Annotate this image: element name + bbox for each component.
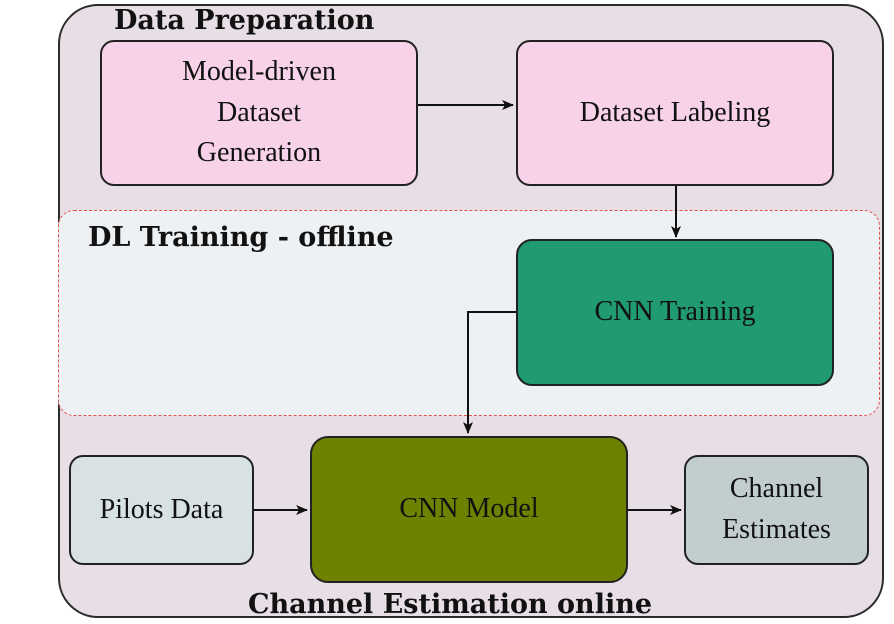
box-line: Dataset — [217, 96, 301, 128]
dl-training-title: DL Training - offline — [88, 222, 394, 253]
cnn-model-box: CNN Model — [310, 436, 628, 583]
channel-estimates-box: Channel Estimates — [684, 455, 869, 565]
cnn-training-box: CNN Training — [516, 239, 834, 386]
data-preparation-title: Data Preparation — [114, 5, 375, 36]
pilots-data-box: Pilots Data — [69, 455, 254, 565]
channel-estimation-title: Channel Estimation online — [248, 589, 653, 620]
arrow-training-to-model — [463, 311, 516, 434]
box-line: Estimates — [722, 514, 831, 545]
dataset-labeling-box: Dataset Labeling — [516, 40, 834, 186]
box-label: Pilots Data — [99, 493, 224, 525]
box-label: CNN Model — [399, 493, 539, 525]
box-line: Channel — [729, 473, 824, 505]
box-label: CNN Training — [594, 296, 756, 328]
box-line: Model-driven — [182, 56, 336, 88]
box-label: Dataset Labeling — [579, 96, 771, 128]
model-driven-dataset-generation-box: Model-driven Dataset Generation — [100, 40, 418, 186]
box-line: Generation — [196, 137, 322, 169]
